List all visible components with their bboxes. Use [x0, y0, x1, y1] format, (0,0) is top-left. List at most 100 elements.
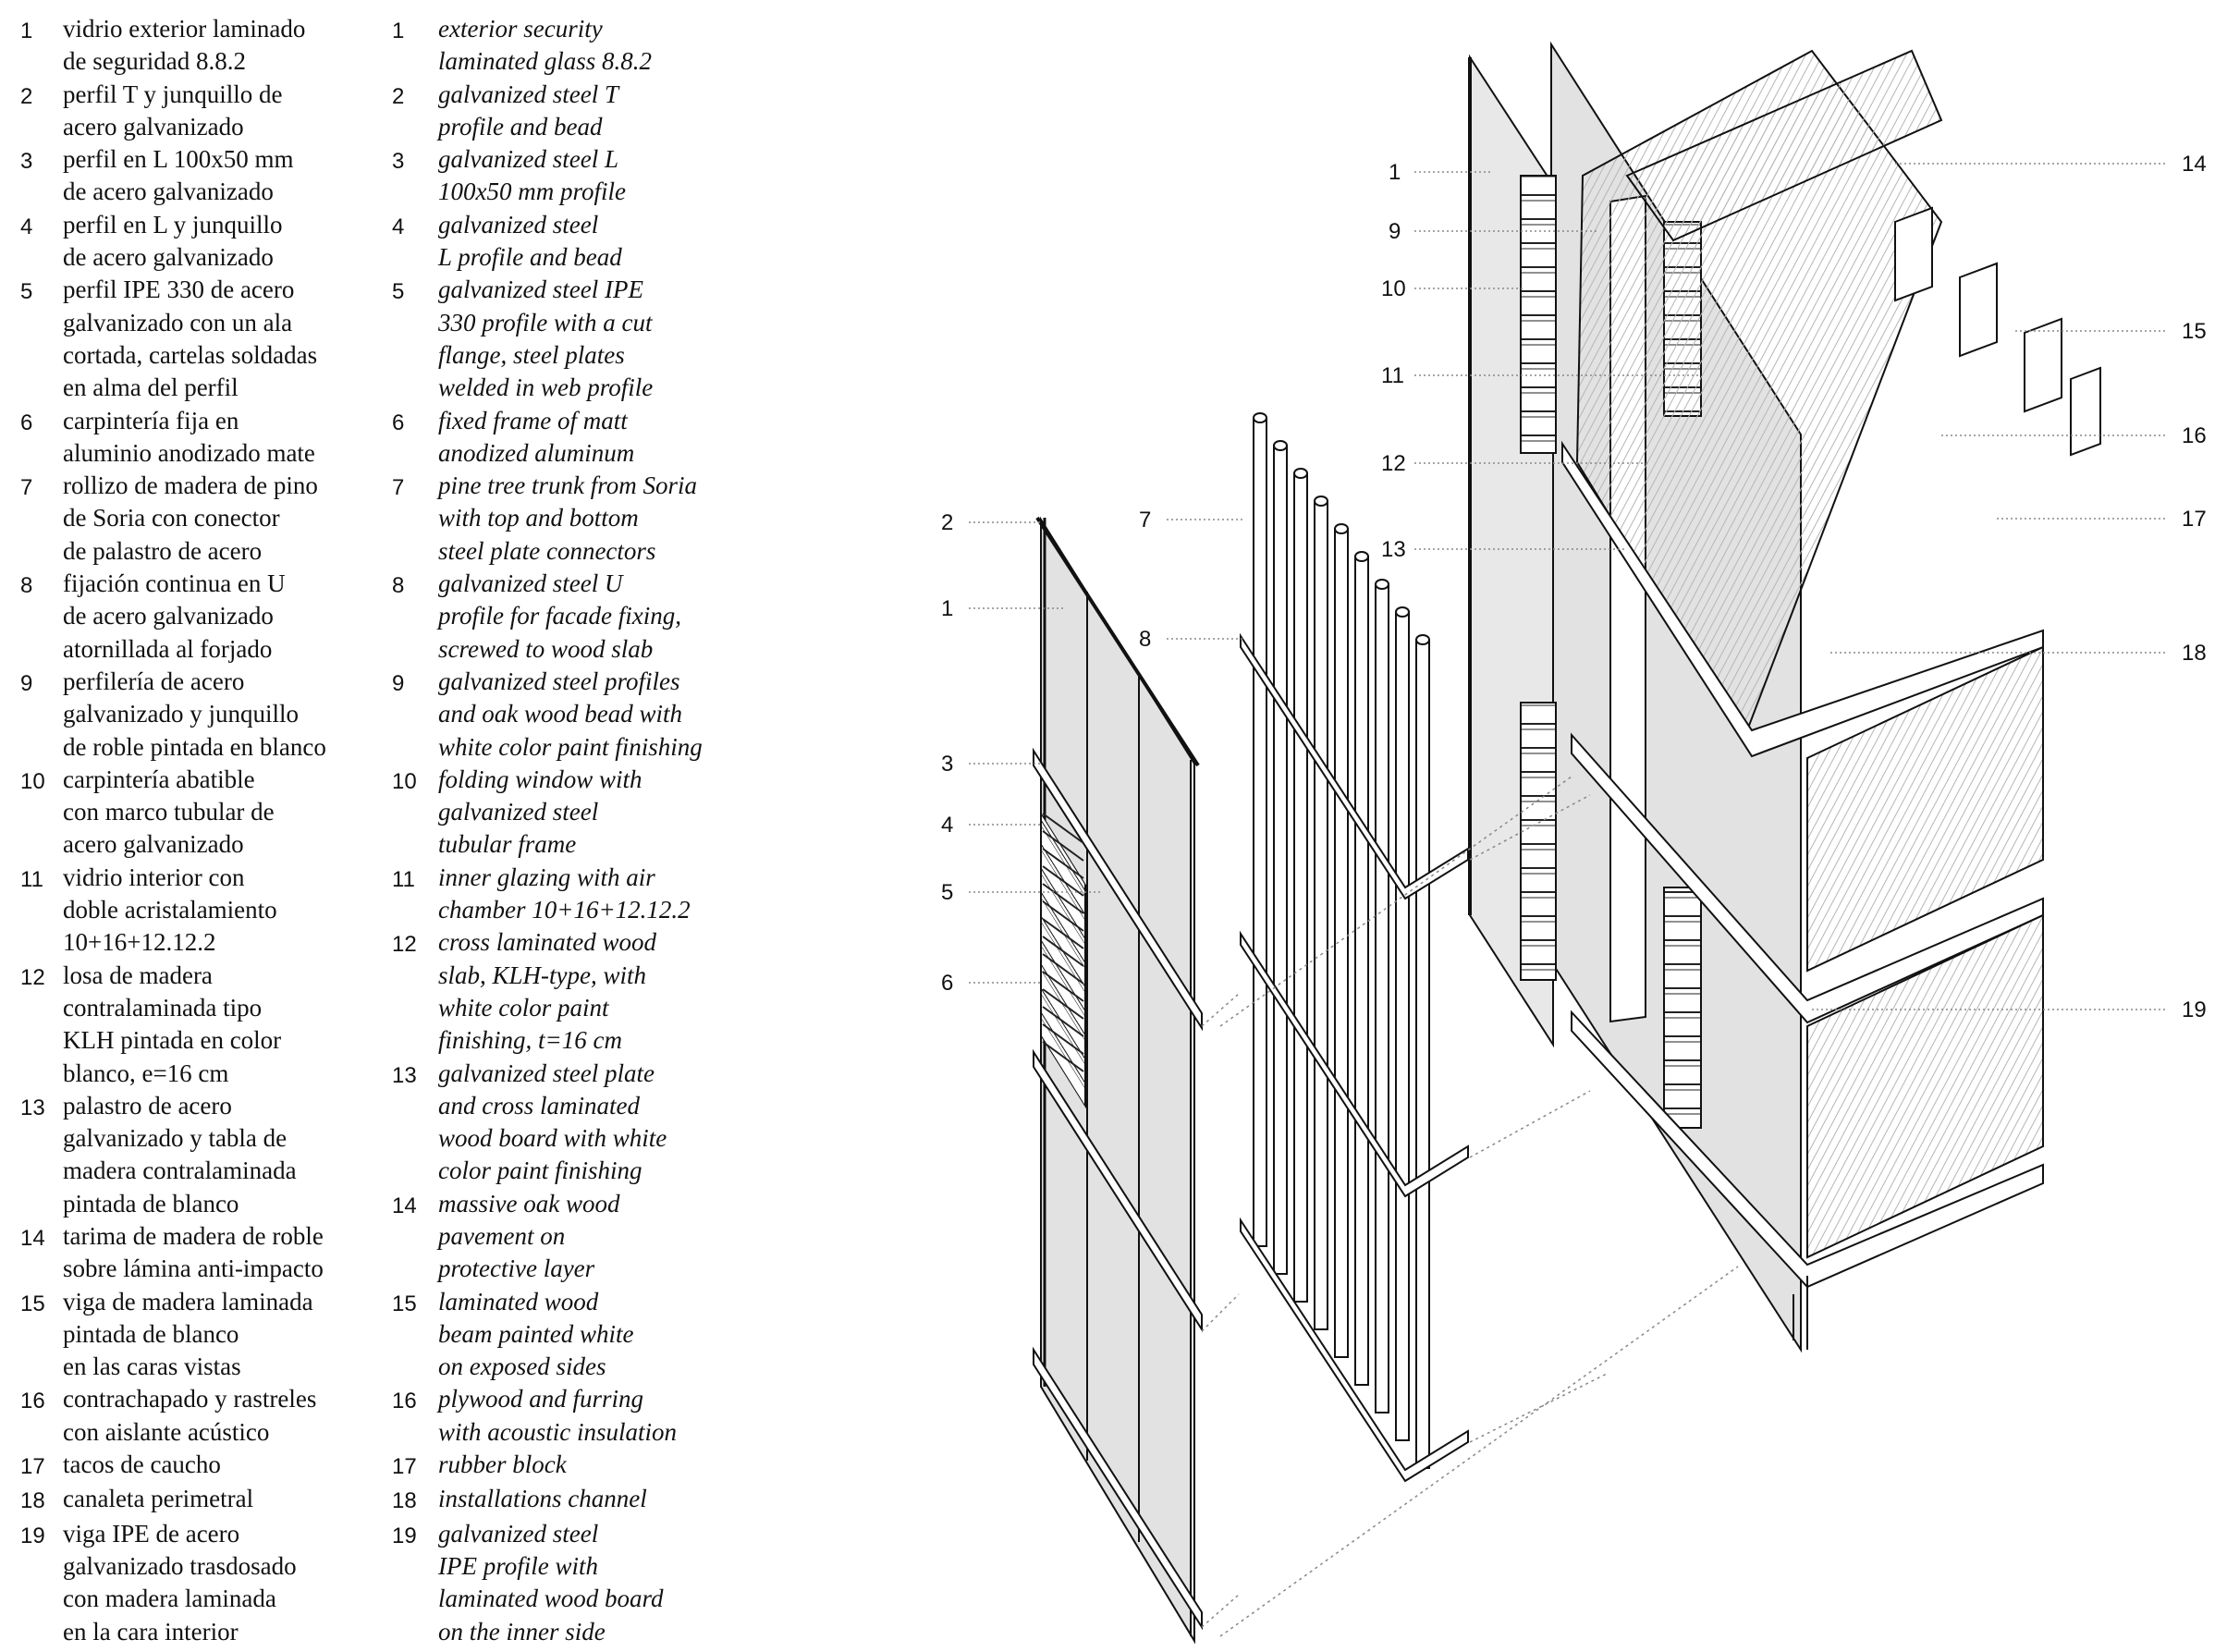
legend-es-item-text: contrachapado y rastreles con aislante a… — [63, 1385, 317, 1446]
legend-es-item-text: palastro de acero galvanizado y tabla de… — [63, 1091, 297, 1218]
outer-glass-facade-panel — [1033, 516, 1203, 1645]
legend-es-item-text: canaleta perimetral — [63, 1485, 254, 1513]
legend-spanish: 1 vidrio exterior laminado de seguridad 8… — [20, 13, 390, 1648]
legend-es-item-13: 13 palastro de acero galvanizado y tabla … — [20, 1090, 390, 1220]
legend-es-item-18: 18 canaleta perimetral — [20, 1483, 390, 1517]
glass-pane — [1040, 516, 1195, 1645]
legend-es-item-number: 18 — [20, 1488, 45, 1514]
callout-15: 15 — [2182, 319, 2207, 344]
legend-es-item-number: 19 — [20, 1523, 45, 1548]
legend-es-item-text: rollizo de madera de pino de Soria con c… — [63, 471, 318, 565]
legend-es-item-number: 13 — [20, 1095, 45, 1120]
legend-es-item-text: viga IPE de acero galvanizado trasdosado… — [63, 1519, 297, 1646]
legend-es-item-number: 3 — [20, 149, 33, 175]
callout-numbers: 2 1 3 4 5 6 7 8 1 9 10 11 12 13 14 15 16… — [941, 152, 2207, 1022]
inner-facade-assembly — [1468, 41, 2101, 1353]
pine-rod-top — [1293, 468, 1308, 479]
louver-slat — [1042, 900, 1084, 932]
steel-band-upper — [1033, 747, 1203, 1032]
louver-frame-right-4 — [1663, 887, 1702, 1129]
legend-en-item-15: 15 laminated wood beam painted white on e… — [392, 1286, 762, 1384]
callout-18: 18 — [2182, 641, 2207, 666]
legend-en-item-number: 8 — [392, 573, 405, 599]
legend-en-item-text: exterior security laminated glass 8.8.2 — [438, 15, 653, 76]
callout-1-right: 1 — [1389, 160, 1401, 185]
legend-en-item-number: 1 — [392, 18, 405, 43]
pine-rod-top — [1314, 496, 1328, 507]
legend-es-item-text: perfilería de acero galvanizado y junqui… — [63, 667, 326, 761]
legend-es-item-text: perfil IPE 330 de acero galvanizado con … — [63, 275, 318, 402]
legend-en-item-text: galvanized steel profiles and oak wood b… — [438, 667, 703, 761]
legend-en-item-number: 18 — [392, 1488, 417, 1514]
legend-en-item-text: pine tree trunk from Soria with top and … — [438, 471, 697, 565]
legend-es-item-text: losa de madera contralaminada tipo KLH p… — [63, 961, 282, 1087]
legend-es-item-text: vidrio exterior laminado de seguridad 8.… — [63, 15, 306, 76]
legend-es-item-text: viga de madera laminada pintada de blanc… — [63, 1287, 313, 1381]
legend-es-item-text: perfil T y junquillo de acero galvanizad… — [63, 80, 283, 141]
pine-rod — [1395, 611, 1410, 1441]
u-profile-lower — [1240, 1217, 1469, 1483]
callout-4-left: 4 — [941, 813, 953, 838]
legend-en-item-text: fixed frame of matt anodized aluminum — [438, 406, 635, 467]
legend-es-item-number: 17 — [20, 1454, 45, 1480]
louver-slat — [1042, 918, 1084, 949]
legend-es-item-19: 19 viga IPE de acero galvanizado trasdosa… — [20, 1518, 390, 1648]
legend-en-item-number: 17 — [392, 1454, 417, 1480]
callout-17: 17 — [2182, 507, 2207, 532]
legend-es-item-number: 2 — [20, 83, 33, 109]
callout-12: 12 — [1381, 451, 1406, 476]
callout-13: 13 — [1381, 537, 1406, 562]
legend-en-item-number: 6 — [392, 410, 405, 435]
legend-en-item-text: galvanized steel plate and cross laminat… — [438, 1059, 667, 1185]
callout-9: 9 — [1389, 219, 1401, 244]
pine-rod-top — [1273, 440, 1288, 451]
steel-band-middle — [1033, 1048, 1203, 1333]
pine-rod-top — [1375, 579, 1389, 590]
legend-en-item-number: 13 — [392, 1062, 417, 1088]
legend-es-item-number: 7 — [20, 475, 33, 501]
legend-es-item-number: 10 — [20, 768, 45, 794]
callout-8: 8 — [1139, 627, 1151, 652]
legend-en-item-number: 3 — [392, 149, 405, 175]
louver-slat — [1042, 883, 1084, 914]
legend-en-item-text: galvanized steel L 100x50 mm profile — [438, 145, 626, 206]
legend-es-item-number: 4 — [20, 214, 33, 239]
legend-es-item-text: carpintería fija en aluminio anodizado m… — [63, 406, 315, 467]
pine-rod — [1293, 472, 1308, 1303]
legend-en-item-text: installations channel — [438, 1485, 647, 1513]
legend-en-item-text: inner glazing with air chamber 10+16+12.… — [438, 863, 691, 924]
legend-en-item-18: 18 installations channel — [392, 1483, 762, 1517]
legend-en-item-text: laminated wood beam painted white on exp… — [438, 1287, 634, 1381]
legend-es-item-number: 8 — [20, 573, 33, 599]
louver-frame-right-1 — [1520, 175, 1557, 454]
louver-slat — [1042, 1006, 1084, 1037]
legend-es-item-number: 1 — [20, 18, 33, 43]
leader-lines — [969, 163, 2168, 1010]
louver-slat — [1042, 936, 1084, 967]
legend-es-item-text: fijación continua en U de acero galvaniz… — [63, 569, 286, 663]
legend-en-item-text: massive oak wood pavement on protective … — [438, 1189, 620, 1283]
legend-en-item-number: 15 — [392, 1291, 417, 1316]
legend-es-item-text: perfil en L 100x50 mm de acero galvaniza… — [63, 145, 294, 206]
callout-6-left: 6 — [941, 971, 953, 996]
pine-rod-top — [1334, 523, 1349, 534]
floor-slab-4 — [1571, 1010, 2044, 1289]
pine-trunk-rods — [1240, 412, 1469, 1483]
louver-grille-a — [1042, 813, 1084, 1072]
pine-rod-top — [1354, 551, 1369, 562]
louver-slat — [1042, 1023, 1084, 1055]
legend-es-item-number: 15 — [20, 1291, 45, 1316]
